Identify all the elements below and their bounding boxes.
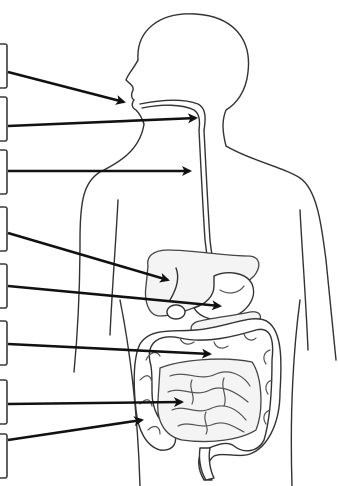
label-box-5[interactable] xyxy=(0,264,7,308)
arrow-pharynx xyxy=(8,118,196,126)
label-box-1[interactable] xyxy=(0,44,7,88)
label-box-3[interactable] xyxy=(0,150,7,194)
arrow-pancreas xyxy=(8,344,210,354)
arrow-liver xyxy=(8,233,168,280)
small-intestine xyxy=(158,359,261,441)
arrow-small-intestine xyxy=(8,402,182,404)
label-box-8[interactable] xyxy=(0,434,7,478)
gallbladder xyxy=(167,305,185,319)
label-box-6[interactable] xyxy=(0,321,7,365)
label-boxes xyxy=(0,44,7,478)
label-box-2[interactable] xyxy=(0,97,7,141)
label-box-7[interactable] xyxy=(0,380,7,424)
label-box-4[interactable] xyxy=(0,207,7,251)
arrow-mouth xyxy=(8,72,124,102)
arrow-large-intestine xyxy=(8,420,142,440)
